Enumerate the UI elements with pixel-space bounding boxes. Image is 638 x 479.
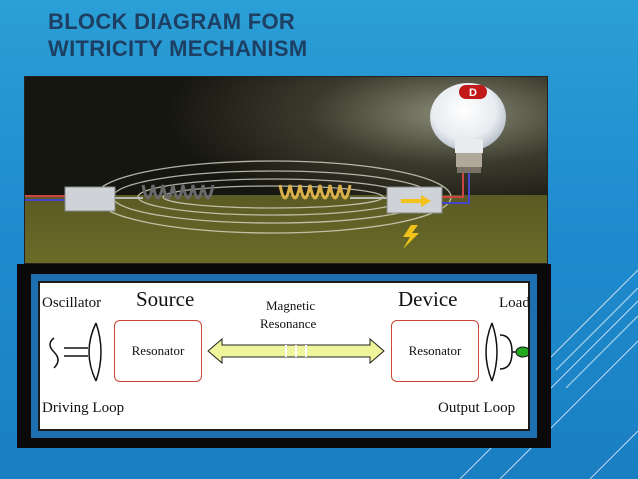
slide-title-line2: WITRICITY MECHANISM bbox=[48, 36, 308, 61]
illustration-svg: D bbox=[25, 77, 547, 263]
block-diagram-border: Oscillator Source Magnetic Resonance Dev… bbox=[31, 274, 537, 438]
source-resonator-label: Resonator bbox=[131, 343, 185, 358]
device-coil bbox=[278, 184, 352, 200]
block-diagram: Oscillator Source Magnetic Resonance Dev… bbox=[38, 281, 530, 431]
driving-loop-label: Driving Loop bbox=[42, 400, 125, 416]
witricity-illustration: D bbox=[25, 77, 547, 263]
source-coil bbox=[141, 184, 215, 200]
device-resonator-label: Resonator bbox=[408, 343, 462, 358]
driving-loop-icon bbox=[49, 322, 102, 382]
load-label: Load bbox=[499, 295, 530, 311]
source-label: Source bbox=[136, 287, 195, 311]
light-bulb bbox=[430, 83, 506, 173]
magnetic-resonance-arrow bbox=[207, 337, 385, 365]
block-diagram-frame: Oscillator Source Magnetic Resonance Dev… bbox=[17, 264, 551, 448]
output-loop-label: Output Loop bbox=[438, 400, 516, 416]
output-loop-icon bbox=[485, 322, 518, 382]
magnetic-label: Magnetic bbox=[266, 298, 316, 313]
slide-title-line1: BLOCK DIAGRAM FOR bbox=[48, 9, 296, 34]
source-resonator-box: Resonator bbox=[114, 320, 202, 382]
diagram-shapes bbox=[49, 322, 528, 382]
resonance-label: Resonance bbox=[260, 316, 317, 331]
bulb-badge bbox=[459, 85, 487, 99]
device-label: Device bbox=[398, 287, 458, 311]
bulb-badge-text: D bbox=[469, 87, 477, 99]
device-resonator-box: Resonator bbox=[391, 320, 479, 382]
load-led-icon bbox=[515, 346, 528, 358]
oscillator-label: Oscillator bbox=[42, 295, 102, 311]
lightning-icon bbox=[403, 225, 419, 249]
slide-title: BLOCK DIAGRAM FOR WITRICITY MECHANISM bbox=[48, 8, 308, 62]
